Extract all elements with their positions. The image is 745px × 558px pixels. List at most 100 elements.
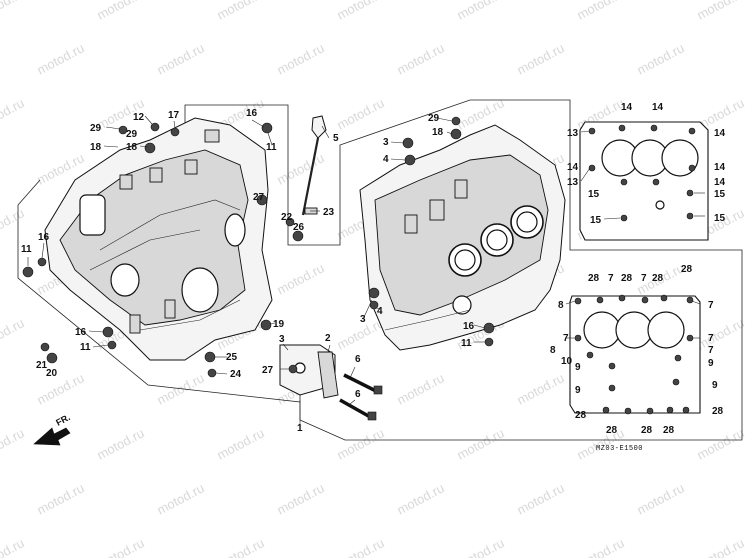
- watermark-text: motod.ru: [274, 480, 326, 517]
- callout-28: 28: [621, 273, 633, 284]
- watermark-text: motod.ru: [94, 425, 146, 462]
- watermark-text: motod.ru: [94, 535, 146, 558]
- callout-18: 18: [90, 142, 102, 153]
- watermark-text: motod.ru: [634, 480, 686, 517]
- callout-9: 9: [708, 358, 714, 369]
- small-fasteners: [22, 116, 495, 378]
- callout-27: 27: [253, 192, 265, 203]
- bolts: [339, 373, 383, 421]
- watermark-text: motod.ru: [0, 95, 27, 132]
- front-arrow-icon: [33, 427, 71, 446]
- watermark-text: motod.ru: [454, 425, 506, 462]
- callout-18: 18: [126, 142, 138, 153]
- leader-lines: [27, 115, 705, 424]
- callout-26: 26: [293, 222, 305, 233]
- watermark-text: motod.ru: [334, 95, 386, 132]
- callout-3: 3: [279, 334, 285, 345]
- callout-28: 28: [575, 410, 587, 421]
- callout-27: 27: [262, 365, 274, 376]
- callout-10: 10: [561, 356, 573, 367]
- watermark-text: motod.ru: [514, 480, 566, 517]
- callout-8: 8: [550, 345, 556, 356]
- watermark-text: motod.ru: [394, 370, 446, 407]
- callout-7: 7: [563, 333, 569, 344]
- watermark-text: motod.ru: [34, 370, 86, 407]
- callout-24: 24: [230, 369, 242, 380]
- callout-7: 7: [641, 273, 647, 284]
- watermark-text: motod.ru: [274, 40, 326, 77]
- callout-29: 29: [126, 129, 138, 140]
- callout-11: 11: [80, 342, 91, 353]
- callout-9: 9: [575, 385, 581, 396]
- callout-1: 1: [297, 423, 303, 434]
- watermark-text: motod.ru: [334, 0, 386, 23]
- callout-17: 17: [168, 110, 180, 121]
- callout-28: 28: [681, 264, 693, 275]
- callout-21: 21: [36, 360, 48, 371]
- diagram-code: MZ03-E1500: [596, 445, 643, 453]
- callout-7: 7: [708, 333, 714, 344]
- callout-9: 9: [712, 380, 718, 391]
- watermark-text: motod.ru: [514, 370, 566, 407]
- callout-29: 29: [428, 113, 440, 124]
- watermark-text: motod.ru: [0, 535, 27, 558]
- bearing-cap: [279, 344, 339, 399]
- watermark-text: motod.ru: [694, 535, 745, 558]
- watermark-text: motod.ru: [0, 315, 27, 352]
- callout-8: 8: [558, 300, 564, 311]
- watermark-text: motod.ru: [394, 40, 446, 77]
- callout-13: 13: [567, 128, 579, 139]
- callout-22: 22: [281, 212, 293, 223]
- callout-6: 6: [355, 354, 361, 365]
- callout-5: 5: [333, 133, 339, 144]
- callout-15: 15: [588, 189, 600, 200]
- watermark-text: motod.ru: [154, 480, 206, 517]
- callout-28: 28: [588, 273, 600, 284]
- callout-14: 14: [714, 177, 726, 188]
- callout-labels: 29 1 2 29 17 18 18 16 11 5 27 22 23 26 16…: [21, 102, 726, 436]
- watermark-text: motod.ru: [214, 535, 266, 558]
- callout-23: 23: [323, 207, 335, 218]
- watermark-text: motod.ru: [694, 0, 745, 23]
- callout-25: 25: [226, 352, 238, 363]
- callout-14: 14: [652, 102, 664, 113]
- callout-28: 28: [641, 425, 653, 436]
- watermark-text: motod.ru: [574, 0, 626, 23]
- callout-16: 16: [38, 232, 50, 243]
- callout-6: 6: [355, 389, 361, 400]
- front-direction-indicator: FR.: [33, 412, 72, 446]
- callout-4: 4: [377, 306, 383, 317]
- watermark-text: motod.ru: [34, 480, 86, 517]
- lower-gasket-plate: [569, 294, 701, 415]
- callout-16: 16: [246, 108, 258, 119]
- watermark-text: motod.ru: [574, 535, 626, 558]
- callout-15: 15: [714, 213, 726, 224]
- lower-crankcase: [44, 117, 273, 361]
- watermark-text: motod.ru: [274, 260, 326, 297]
- watermark-text: motod.ru: [0, 425, 27, 462]
- watermark-text: motod.ru: [274, 150, 326, 187]
- watermark-text: motod.ru: [34, 40, 86, 77]
- callout-3: 3: [383, 137, 389, 148]
- callout-11: 11: [266, 142, 277, 153]
- callout-14: 14: [567, 162, 579, 173]
- callout-14: 14: [714, 128, 726, 139]
- watermark-text: motod.ru: [334, 425, 386, 462]
- callout-18: 18: [432, 127, 444, 138]
- callout-11: 11: [21, 244, 32, 255]
- callout-16: 16: [463, 321, 475, 332]
- callout-3: 3: [360, 314, 366, 325]
- callout-14: 14: [714, 162, 726, 173]
- watermark-text: motod.ru: [214, 425, 266, 462]
- watermark-text: motod.ru: [514, 40, 566, 77]
- watermark-text: motod.ru: [634, 40, 686, 77]
- callout-28: 28: [663, 425, 675, 436]
- watermark-text: motod.ru: [154, 40, 206, 77]
- callout-2: 2: [325, 333, 331, 344]
- watermark-text: motod.ru: [0, 0, 27, 23]
- watermark-text: motod.ru: [694, 315, 745, 352]
- callout-14: 14: [621, 102, 633, 113]
- callout-28: 28: [652, 273, 664, 284]
